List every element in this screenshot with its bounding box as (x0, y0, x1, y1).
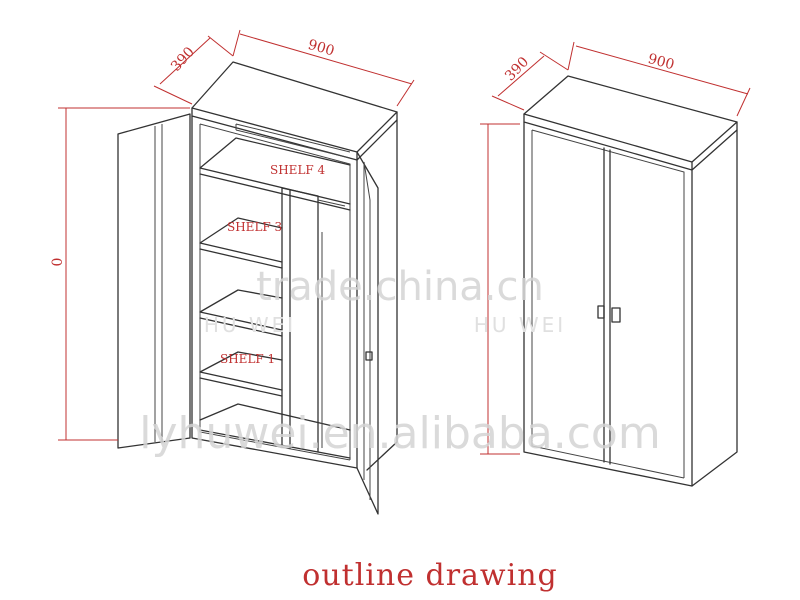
site-watermark: lyhuwei.en.alibaba.com (139, 408, 660, 459)
closed-cabinet-door-split (603, 147, 611, 465)
width-dimension-line (232, 29, 415, 107)
closed-cabinet-dimensions: 900 390 (480, 41, 751, 455)
right-height-dimension-line (480, 123, 520, 455)
right-depth-dimension-line (491, 51, 569, 111)
height-dimension-line (58, 107, 190, 441)
closed-cabinet-top-edge (523, 113, 738, 171)
closed-cabinet-lock (611, 307, 621, 323)
left-open-door (117, 113, 191, 449)
cabinet-bottom (199, 403, 351, 459)
brand-watermark-right: HU WEI (474, 313, 566, 337)
cabinet-divider (281, 187, 319, 453)
right-open-door (356, 151, 379, 515)
height-label: 0 (50, 258, 66, 267)
depth-label: 390 (168, 44, 198, 75)
door-lock (365, 351, 373, 361)
shelf-1-label: SHELF 1 (220, 352, 275, 366)
open-cabinet-frame (191, 115, 358, 469)
right-width-label: 900 (646, 51, 676, 73)
trade-watermark: trade.china.cn (256, 264, 544, 310)
closed-cabinet-side (691, 129, 738, 487)
closed-cabinet (523, 75, 738, 487)
width-label: 900 (306, 37, 336, 60)
right-open-door-edge (363, 161, 371, 500)
open-cabinet-side (356, 119, 398, 471)
shelf-4 (199, 137, 351, 211)
right-depth-label: 390 (502, 54, 532, 84)
right-width-dimension-line (567, 41, 751, 117)
open-cabinet (117, 61, 398, 515)
open-cabinet-inner-frame (199, 123, 351, 461)
hanging-compartment (317, 199, 346, 448)
closed-cabinet-handle-left (597, 305, 605, 319)
open-cabinet-back-rail (235, 123, 351, 159)
closed-cabinet-door-frame (531, 129, 685, 479)
shelf-3 (199, 217, 283, 269)
drawing-caption: outline drawing (302, 558, 557, 593)
left-open-door-edge (154, 124, 163, 442)
closed-cabinet-front (523, 121, 693, 487)
shelf-3-label: SHELF 3 (227, 220, 282, 234)
shelf-4-label: SHELF 4 (270, 163, 326, 177)
open-cabinet-dimensions: 900 390 0 (50, 29, 415, 441)
shelf-2 (199, 289, 283, 337)
shelf-1 (199, 351, 283, 397)
brand-watermark-left: HU WEI (204, 313, 296, 337)
depth-dimension-line (153, 35, 234, 105)
closed-cabinet-top (523, 75, 738, 163)
